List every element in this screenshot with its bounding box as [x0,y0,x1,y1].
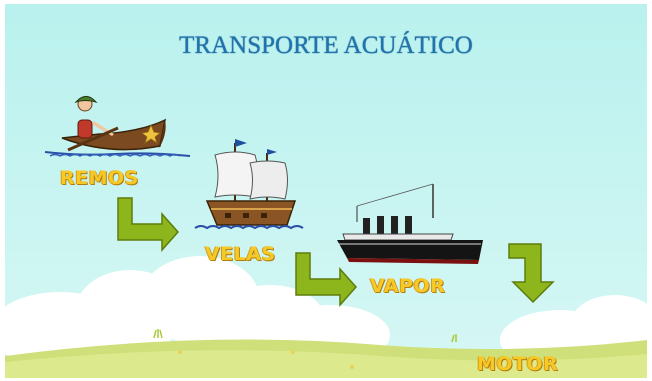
steamship-icon [337,183,483,264]
page-title: TRANSPORTE ACUÁTICO [179,32,473,59]
stage-label-remos: REMOS [60,167,139,189]
arrow-vapor-to-motor [508,243,555,304]
arrow-remos-to-velas [117,197,180,252]
stage-label-vapor: VAPOR [370,275,446,297]
stage-label-motor: MOTOR [477,353,559,375]
arrow-velas-to-vapor [295,252,358,307]
stage-label-velas: VELAS [205,243,276,265]
rowboat-icon [44,96,191,157]
sailing-ship-icon [194,139,304,230]
